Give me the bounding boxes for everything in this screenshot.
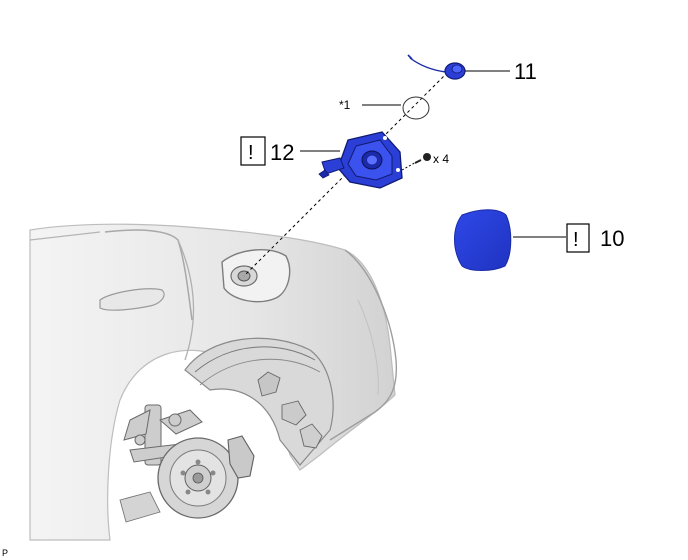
attention-mark-10: ! xyxy=(573,229,579,251)
brake-caliper xyxy=(227,435,255,479)
vehicle-rear-corner xyxy=(357,299,379,396)
cap-tether xyxy=(409,57,447,73)
attention-box-10 xyxy=(566,223,590,253)
vehicle-window-edge xyxy=(29,231,101,241)
attention-mark-12: ! xyxy=(248,142,254,164)
diagram-code: P xyxy=(2,548,8,558)
attention-box-12 xyxy=(240,136,266,166)
gasket-ring xyxy=(402,96,430,120)
fuel-lid xyxy=(454,209,512,271)
brake-disc xyxy=(157,437,239,519)
fuel-cap xyxy=(407,54,466,80)
callout-12: 12 xyxy=(270,140,294,165)
vehicle-rear-bumper xyxy=(329,249,398,441)
screw-quantity: x 4 xyxy=(433,152,449,166)
callout-11: 11 xyxy=(514,59,537,84)
label-star1: *1 xyxy=(339,98,351,112)
screw-icon xyxy=(414,153,431,164)
fuel-inlet-box xyxy=(318,131,403,189)
door-handle xyxy=(99,288,165,311)
vehicle-rear-quarter xyxy=(29,223,398,541)
vehicle-door-seam xyxy=(177,239,195,361)
assembly-centerline xyxy=(243,67,453,277)
callout-10: 10 xyxy=(600,226,624,251)
